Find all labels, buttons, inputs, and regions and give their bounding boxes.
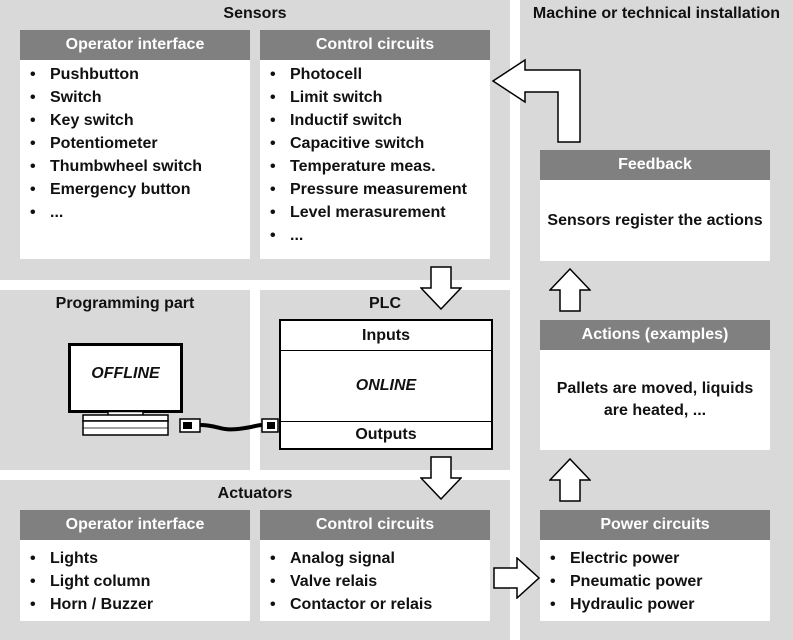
actuators-control-circuits-title: Control circuits (260, 510, 490, 540)
power-circuits-title: Power circuits (540, 510, 770, 540)
actuators-title: Actuators (217, 485, 293, 502)
list-item: Hydraulic power (540, 593, 770, 616)
list-item: ... (260, 224, 490, 247)
plc-inputs: Inputs (281, 321, 491, 351)
list-item: Key switch (20, 109, 250, 132)
arrow-right-actuators-to-power-icon (493, 557, 541, 599)
plc-outputs: Outputs (281, 421, 491, 448)
list-item: Potentiometer (20, 132, 250, 155)
plc-outputs-label: Outputs (355, 426, 417, 443)
actuators-operator-interface-card: Operator interface Lights Light column H… (20, 510, 250, 621)
feedback-card: Feedback Sensors register the actions (540, 150, 770, 261)
actions-card: Actions (examples) Pallets are moved, li… (540, 320, 770, 450)
list-item: Horn / Buzzer (20, 593, 250, 616)
list-item: Inductif switch (260, 109, 490, 132)
plc-title: PLC (369, 295, 401, 312)
sensors-control-circuits-title: Control circuits (260, 30, 490, 60)
arrow-up-actions-to-feedback-icon (549, 268, 591, 312)
actions-title: Actions (examples) (540, 320, 770, 350)
arrow-up-power-to-actions-icon (549, 458, 591, 502)
list-item: Switch (20, 86, 250, 109)
list-item: Limit switch (260, 86, 490, 109)
list-item: Thumbwheel switch (20, 155, 250, 178)
feedback-title: Feedback (540, 150, 770, 180)
computer-icon: OFFLINE (68, 343, 280, 443)
list-item: Photocell (260, 63, 490, 86)
sensors-control-circuits-card: Control circuits Photocell Limit switch … (260, 30, 490, 259)
actions-text-line1: Pallets are moved, liquids (556, 380, 754, 397)
list-item: Contactor or relais (260, 593, 490, 616)
list-item: Pressure measurement (260, 178, 490, 201)
list-item: ... (20, 201, 250, 224)
machine-title: Machine or technical installation (532, 5, 781, 22)
list-item: Capacitive switch (260, 132, 490, 155)
plc-box: Inputs ONLINE Outputs (279, 319, 493, 450)
arrow-feedback-to-sensors-icon (492, 56, 582, 146)
programming-title: Programming part (55, 295, 195, 312)
list-item: Lights (20, 547, 250, 570)
offline-label: OFFLINE (91, 365, 160, 382)
list-item: Pushbutton (20, 63, 250, 86)
list-item: Electric power (540, 547, 770, 570)
sensors-title: Sensors (223, 5, 287, 22)
plc-mode: ONLINE (355, 377, 417, 394)
list-item: Emergency button (20, 178, 250, 201)
list-item: Valve relais (260, 570, 490, 593)
list-item: Light column (20, 570, 250, 593)
power-circuits-card: Power circuits Electric power Pneumatic … (540, 510, 770, 621)
sensors-operator-interface-card: Operator interface Pushbutton Switch Key… (20, 30, 250, 259)
list-item: Analog signal (260, 547, 490, 570)
plc-inputs-label: Inputs (362, 327, 410, 344)
list-item: Pneumatic power (540, 570, 770, 593)
actuators-operator-interface-title: Operator interface (20, 510, 250, 540)
sensors-operator-interface-title: Operator interface (20, 30, 250, 60)
arrow-down-sensors-to-plc-icon (420, 266, 462, 310)
feedback-text: Sensors register the actions (547, 212, 763, 229)
arrow-down-plc-to-actuators-icon (420, 456, 462, 500)
list-item: Level merasurement (260, 201, 490, 224)
list-item: Temperature meas. (260, 155, 490, 178)
actuators-control-circuits-card: Control circuits Analog signal Valve rel… (260, 510, 490, 621)
actions-text-line2: are heated, ... (603, 402, 707, 419)
